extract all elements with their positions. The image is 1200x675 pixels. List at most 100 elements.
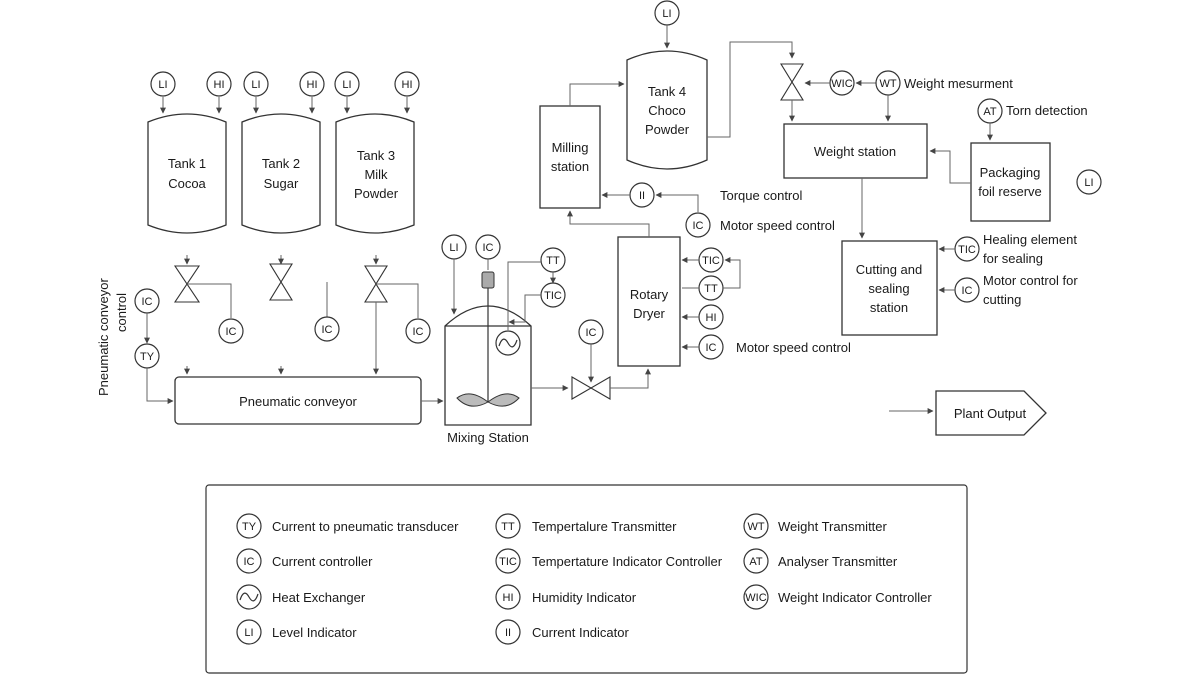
conveyor-inlet-arrows [184,366,284,375]
at-analyser: AT [977,98,1003,124]
legend-symbol-text: II [505,627,511,639]
heating-label-line1: Healing element [983,232,1077,247]
tank-4-label-line1: Tank 4 [648,84,686,99]
legend-item: AT Analyser Transmitter [743,548,898,574]
cutting-label-line3: station [870,300,908,315]
legend-symbol [743,548,769,574]
dryer-to-milling-line [567,210,650,237]
tank4-to-valve-line [707,41,795,138]
legend-symbol [743,513,769,539]
ic-controller-valve1: IC [218,318,244,344]
legend-symbol [495,513,521,539]
ic-controller-dryer: IC [698,334,724,360]
legend-label: Current to pneumatic transducer [272,519,459,534]
weight-station: Weight station [783,123,928,179]
hi-indicator-tank1: HI [206,71,232,97]
ic-to-ii-line [655,192,699,212]
svg-text:WIC: WIC [831,78,852,90]
legend-symbol-text: TY [242,521,257,533]
heat-exchanger-icon [239,592,259,602]
svg-text:LI: LI [1084,177,1093,189]
tank-instrument-lines [160,97,410,114]
legend-label: Weight Indicator Controller [778,590,932,605]
torn-detection-label: Torn detection [1006,103,1088,118]
tank-outlet-lines [184,255,379,265]
svg-text:TIC: TIC [702,255,720,267]
tank-2-label-line1: Tank 2 [262,156,300,171]
tank-4-label-line3: Powder [645,122,690,137]
svg-text:IC: IC [962,285,973,297]
motor-cutting-label-line1: Motor control for [983,273,1078,288]
milling-label-line1: Milling [552,140,589,155]
ic-controller-mixer: IC [475,234,501,260]
legend-symbol-text: TT [501,521,515,533]
legend-label: Level Indicator [272,625,357,640]
legend-symbol [495,619,521,645]
svg-text:TY: TY [140,351,155,363]
li-indicator-tank1: LI [150,71,176,97]
valve-tank3 [364,265,419,375]
li-indicator-tank3: LI [334,71,360,97]
valve-to-dryer-line [610,368,651,389]
legend-label: Tempertalure Transmitter [532,519,677,534]
tank-4: Tank 4 Choco Powder [626,50,708,170]
hi-indicator-tank3: HI [394,71,420,97]
motor-speed-control-label-2: Motor speed control [736,340,851,355]
legend-item: II Current Indicator [495,619,629,645]
tic-controller-dryer: TIC [698,247,724,273]
ic-controller-valve-dryer: IC [578,319,604,345]
hi-indicator-dryer: HI [698,304,724,330]
svg-text:TT: TT [704,283,718,295]
heating-label-line2: for sealing [983,251,1043,266]
legend-symbol [236,548,262,574]
wt-transmitter: WT [875,70,901,96]
tank-1: Tank 1 Cocoa [147,113,227,234]
tt-transmitter-dryer: TT [698,275,724,301]
milling-to-tank4-line [569,81,625,106]
ic-controller-valve3: IC [405,318,431,344]
legend-item: TT Tempertalure Transmitter [495,513,677,539]
valve-weight-inlet [780,63,804,101]
li-indicator-mixer: LI [441,234,467,260]
legend-item: Heat Exchanger [236,584,366,610]
svg-text:IC: IC [483,242,494,254]
legend-symbol [236,513,262,539]
packaging-label-line2: foil reserve [978,184,1042,199]
svg-text:TIC: TIC [958,244,976,256]
legend-symbol [743,584,769,610]
motor-cutting-label-line2: cutting [983,292,1021,307]
svg-text:HI: HI [402,79,413,91]
valve-dryer-inlet [571,376,611,400]
tt-transmitter-mixer: TT [540,247,566,273]
svg-text:LI: LI [158,79,167,91]
legend-label: Analyser Transmitter [778,554,898,569]
weight-station-label: Weight station [814,144,896,159]
svg-text:IC: IC [706,342,717,354]
weight-measurement-label: Weight mesurment [904,76,1013,91]
svg-text:LI: LI [449,242,458,254]
tank-3-label-line2: Milk [364,167,388,182]
tic-controller-sealing: TIC [954,236,980,262]
cutting-sealing-station: Cutting and sealing station [841,240,938,336]
mixing-station-label: Mixing Station [447,430,529,445]
legend-symbol [236,619,262,645]
svg-text:IC: IC [226,326,237,338]
tank-3: Tank 3 Milk Powder [335,113,415,234]
heat-exchanger-icon [495,330,521,356]
svg-text:TT: TT [546,255,560,267]
li-indicator-packaging: LI [1076,169,1102,195]
svg-text:IC: IC [693,220,704,232]
tic-to-heater-line [508,294,541,325]
legend-box [205,484,968,674]
ic-controller-cutting: IC [954,277,980,303]
cutting-label-line2: sealing [868,281,909,296]
legend-label: Current Indicator [532,625,629,640]
ii-current-indicator: II [629,182,655,208]
legend-symbol-text: AT [749,556,763,568]
torque-control-label: Torque control [720,188,802,203]
